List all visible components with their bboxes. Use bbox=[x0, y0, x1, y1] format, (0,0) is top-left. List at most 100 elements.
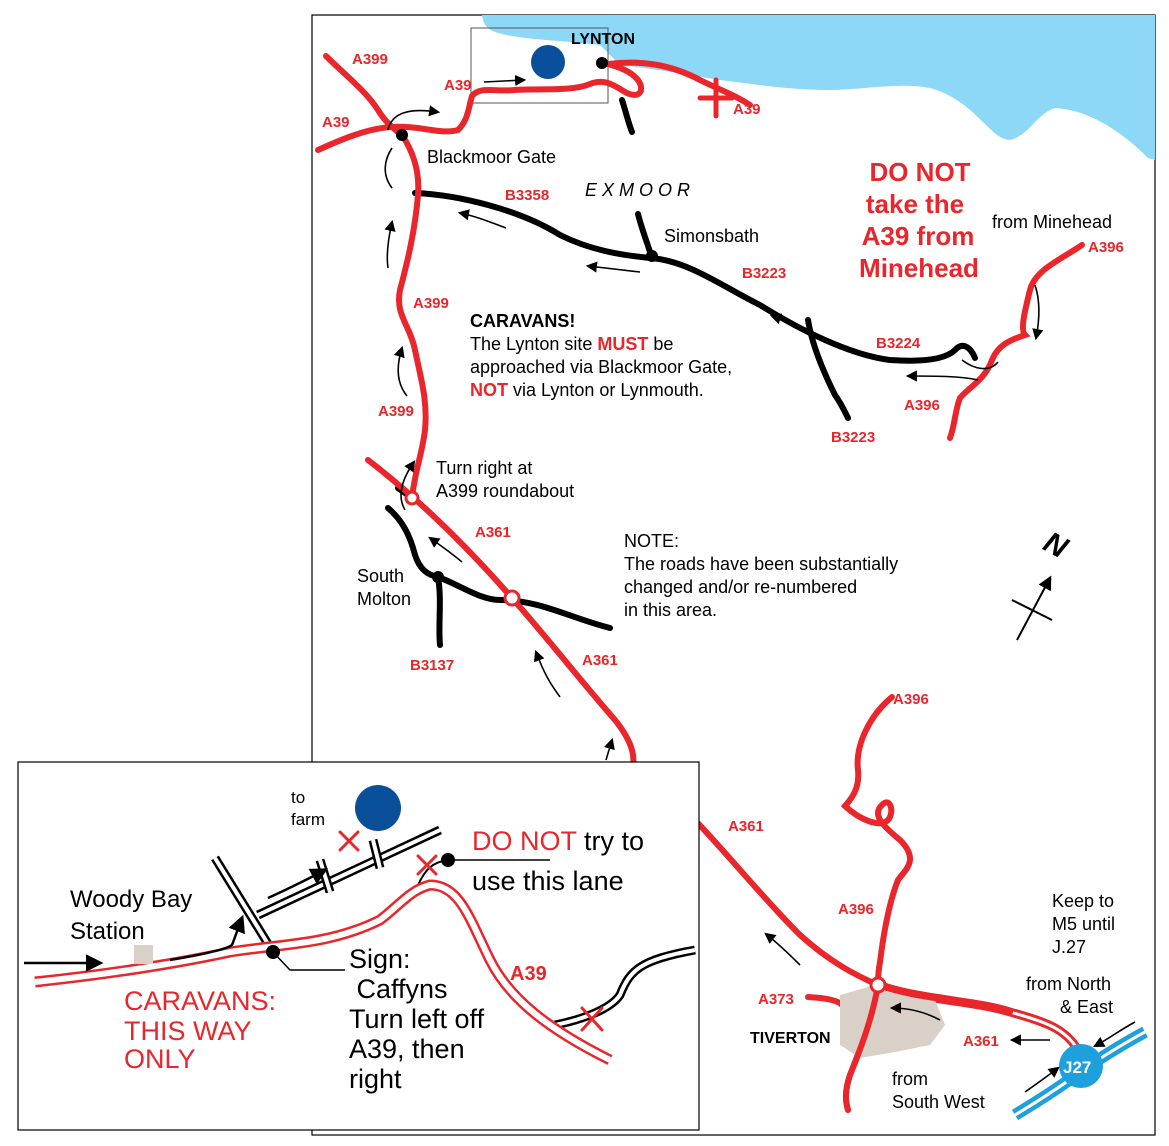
inset-sign-line4: A39, then bbox=[349, 1034, 465, 1064]
label-a396-top-right: A396 bbox=[1088, 239, 1124, 256]
road-a399-main bbox=[396, 132, 429, 501]
label-a361-c: A361 bbox=[728, 818, 764, 835]
arrow-tiverton-west bbox=[889, 1002, 941, 1021]
inset-label-a39: A39 bbox=[510, 963, 547, 985]
junction-simonsbath bbox=[646, 250, 658, 262]
label-a361-a: A361 bbox=[475, 524, 511, 541]
roundabout-tiverton bbox=[869, 976, 887, 994]
inset-caravans-only: CARAVANS: THIS WAY ONLY bbox=[124, 986, 276, 1074]
inset-map: to farm Woody Bay Station DO NOT try to … bbox=[17, 761, 700, 1131]
label-b3223-bottom: B3223 bbox=[831, 429, 875, 446]
from-north-east-line2: & East bbox=[1060, 997, 1113, 1017]
roundabout-a361-south-molton bbox=[503, 589, 521, 607]
town-lynton: LYNTON bbox=[571, 31, 635, 48]
m5-note-line1: Keep to bbox=[1052, 891, 1114, 911]
junction-blackmoor-gate bbox=[396, 129, 408, 141]
road-a361-lower bbox=[687, 812, 881, 988]
no-entry-cross-a39 bbox=[697, 77, 735, 119]
turn-right-line1: Turn right at bbox=[436, 458, 532, 478]
inset-use-this-lane: use this lane bbox=[472, 866, 624, 896]
arrow-a399-north-2 bbox=[393, 345, 408, 397]
inset-caravans-line3: ONLY bbox=[124, 1044, 196, 1074]
inset-to-farm-line2: farm bbox=[291, 810, 325, 829]
label-a396-tiverton: A396 bbox=[838, 901, 874, 918]
label-a399-low: A399 bbox=[378, 403, 414, 420]
arrow-from-south-west bbox=[1024, 1066, 1060, 1093]
inset-caravans-line2: THIS WAY bbox=[124, 1016, 252, 1046]
inset-campsite-marker bbox=[355, 785, 401, 831]
inset-sign-text: Sign: Caffyns Turn left off A39, then ri… bbox=[349, 944, 485, 1094]
arrow-b3224-west bbox=[769, 313, 821, 341]
caravans-note-line3b: via Lynton or Lynmouth. bbox=[508, 380, 704, 400]
arrow-from-north-east bbox=[1093, 1021, 1136, 1048]
inset-cross-lane bbox=[416, 854, 438, 876]
caravans-note-line1c: be bbox=[648, 334, 673, 354]
arrow-blackmoor-loop-top bbox=[387, 105, 441, 131]
warning-minehead: DO NOT take the A39 from Minehead bbox=[859, 157, 979, 283]
roundabout-a399-a361 bbox=[404, 490, 420, 506]
area-exmoor: E X M O O R bbox=[585, 180, 690, 200]
label-a39-arrow: A39 bbox=[444, 77, 472, 94]
road-b3223-b3224 bbox=[649, 255, 978, 364]
arrow-a361-nw-3 bbox=[604, 737, 615, 761]
road-lynton-east-spur bbox=[619, 97, 635, 135]
town-tiverton: TIVERTON bbox=[750, 1030, 831, 1047]
arrow-a361-nw-2 bbox=[533, 649, 561, 698]
arrow-blackmoor-loop-left bbox=[384, 147, 393, 189]
label-b3223-top: B3223 bbox=[742, 265, 786, 282]
label-a396-mid: A396 bbox=[904, 397, 940, 414]
inset-woody-bay-line1: Woody Bay bbox=[70, 886, 192, 913]
label-b3224: B3224 bbox=[876, 335, 921, 352]
inset-try-to: try to bbox=[577, 826, 645, 856]
warning-minehead-line2: take the bbox=[866, 189, 964, 219]
inset-sign-line5: right bbox=[349, 1064, 402, 1094]
from-north-east-line1: from North bbox=[1026, 974, 1111, 994]
town-south-molton-line1: South bbox=[357, 566, 404, 586]
label-a396-lower: A396 bbox=[893, 691, 929, 708]
inset-arrow-turn bbox=[169, 914, 245, 962]
label-a399-top: A399 bbox=[352, 51, 388, 68]
label-a361-d: A361 bbox=[963, 1033, 999, 1050]
road-b3223-south bbox=[805, 317, 851, 421]
svg-text:DO NOT try to: DO NOT try to bbox=[472, 826, 644, 856]
caravans-note-line2: approached via Blackmoor Gate, bbox=[470, 357, 732, 377]
arrow-b3223-west bbox=[585, 261, 641, 273]
inset-sign-line3: Turn left off bbox=[349, 1004, 485, 1034]
label-b3137: B3137 bbox=[410, 657, 454, 674]
inset-do-not: DO NOT bbox=[472, 826, 577, 856]
turn-right-line2: A399 roundabout bbox=[436, 481, 574, 501]
arrow-a39-to-lynton bbox=[483, 74, 527, 87]
inset-arrow-farm bbox=[267, 868, 329, 900]
direction-arrows bbox=[384, 74, 1136, 1093]
arrow-loop-b3224 bbox=[961, 359, 999, 370]
arrow-a361-tiverton bbox=[764, 932, 801, 966]
inset-lane-junction bbox=[441, 853, 455, 867]
road-a396-minehead bbox=[947, 242, 1085, 441]
road-b3137 bbox=[435, 574, 443, 648]
caravans-note: CARAVANS! The Lynton site MUST be approa… bbox=[470, 311, 732, 400]
inset-sign-line2: Caffyns bbox=[349, 974, 448, 1004]
label-j27: J27 bbox=[1063, 1058, 1091, 1077]
inset-woody-bay-line2: Station bbox=[70, 918, 145, 945]
roads-renumbered-note: NOTE: The roads have been substantially … bbox=[624, 531, 898, 620]
warning-minehead-line1: DO NOT bbox=[869, 157, 970, 187]
label-a39-right: A39 bbox=[733, 101, 761, 118]
arrow-a361-nw-1 bbox=[428, 536, 463, 563]
leader-sign bbox=[272, 951, 345, 971]
road-a361-main bbox=[365, 457, 637, 773]
label-a39-left: A39 bbox=[322, 114, 350, 131]
inset-to-farm-line1: to bbox=[291, 788, 305, 807]
road-a39-west bbox=[315, 61, 645, 153]
inset-cross-farm bbox=[338, 830, 360, 852]
warning-minehead-line3: A39 from bbox=[862, 221, 975, 251]
road-b3358 bbox=[412, 190, 653, 261]
roads-note-line4: in this area. bbox=[624, 600, 717, 620]
town-south-molton-line2: Molton bbox=[357, 589, 411, 609]
from-south-west-line2: South West bbox=[892, 1092, 985, 1112]
caravans-note-line1a: The Lynton site bbox=[470, 334, 597, 354]
m5-note-line2: M5 until bbox=[1052, 914, 1115, 934]
svg-text:NOT via Lynton or Lynmouth.: NOT via Lynton or Lynmouth. bbox=[470, 380, 704, 400]
arrow-a399-north-1 bbox=[384, 219, 396, 269]
b-roads bbox=[385, 97, 978, 648]
warning-minehead-line4: Minehead bbox=[859, 253, 979, 283]
